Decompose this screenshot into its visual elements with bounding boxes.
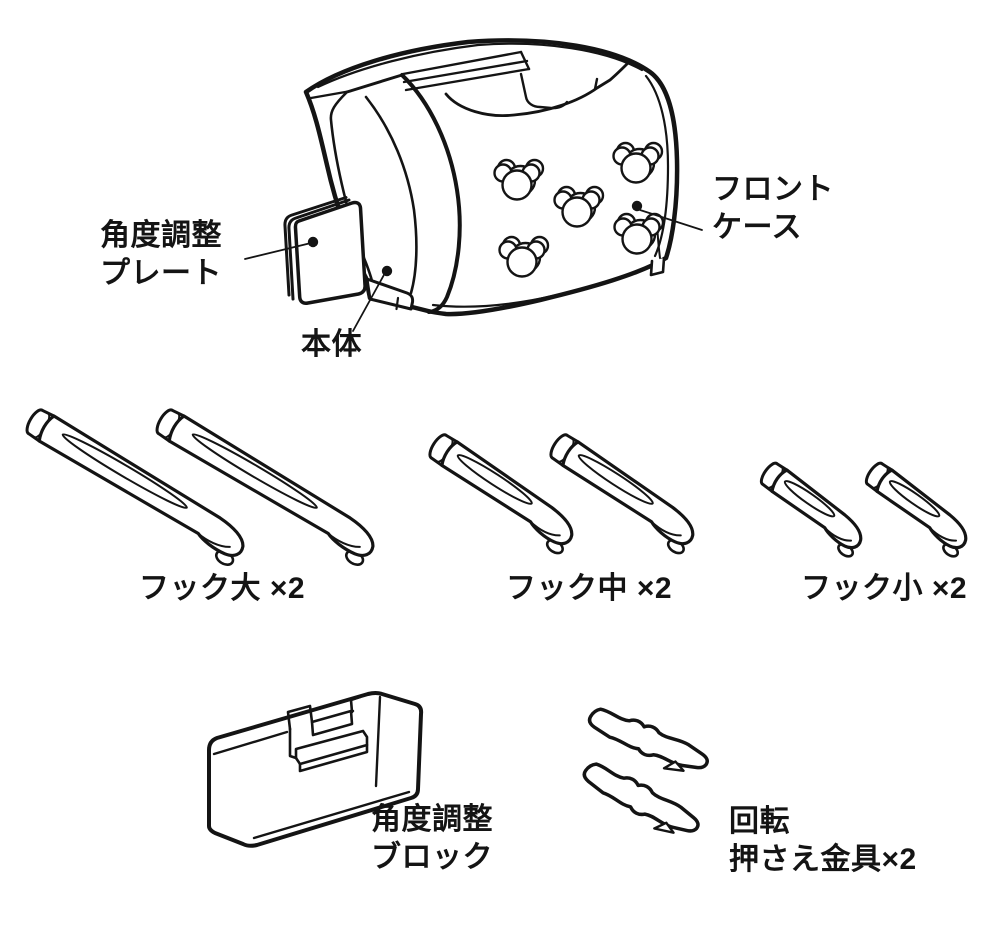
callout-dot-main-body: [381, 265, 393, 277]
label-front-case-line1: フロント: [712, 173, 834, 206]
angle-plate-drawing: [283, 196, 367, 305]
label-hook-medium-line1: フック中 ×2: [506, 572, 673, 605]
callout-line-main-body: [352, 272, 386, 332]
label-front-case: フロント ケース: [712, 171, 834, 247]
hooks-small-drawing: [750, 458, 978, 561]
hooks-large-drawing: [15, 405, 384, 571]
callout-dot-angle-plate: [307, 236, 319, 248]
block-slot-drawing: [286, 695, 369, 773]
callout-dot-front-case: [631, 200, 643, 212]
top-ledge-drawing: [401, 50, 531, 92]
label-angle-plate-line1: 角度調整: [100, 219, 222, 252]
label-rotation-bracket-line1: 回転: [729, 805, 790, 838]
label-angle-plate: 角度調整 プレート: [100, 217, 222, 293]
top-tray-drawing: [444, 60, 631, 117]
callout-line-front-case: [639, 209, 703, 231]
case-tab: [649, 256, 666, 277]
hook-small-1: [750, 458, 873, 561]
hooks-medium-drawing: [418, 430, 704, 558]
label-angle-block: 角度調整 ブロック: [371, 801, 493, 877]
hook-large-1: [15, 405, 254, 571]
label-angle-block-line2: ブロック: [371, 841, 493, 874]
label-hook-large: フック大 ×2: [139, 570, 305, 608]
label-hook-small-line1: フック小 ×2: [801, 572, 968, 605]
label-rotation-bracket: 回転 押さえ金具×2: [729, 803, 917, 879]
callout-line-angle-plate: [244, 242, 312, 260]
label-hook-large-line1: フック大 ×2: [139, 572, 306, 605]
callouts: [244, 200, 703, 332]
label-rotation-bracket-line2: 押さえ金具×2: [729, 843, 917, 876]
main-unit-drawing: [283, 38, 680, 317]
rotation-brackets-drawing: [574, 702, 714, 848]
angle-block-drawing: [207, 691, 424, 848]
label-main-body: 本体: [301, 326, 362, 364]
label-angle-block-line1: 角度調整: [371, 803, 493, 836]
label-hook-medium: フック中 ×2: [506, 570, 672, 608]
label-angle-plate-line2: プレート: [100, 257, 222, 290]
front-pillar-drawing: [329, 73, 462, 314]
hook-large-2: [145, 405, 384, 571]
label-front-case-line2: ケース: [712, 211, 802, 244]
hook-small-2: [855, 458, 978, 561]
label-main-body-line1: 本体: [301, 328, 362, 361]
label-hook-small: フック小 ×2: [801, 570, 967, 608]
